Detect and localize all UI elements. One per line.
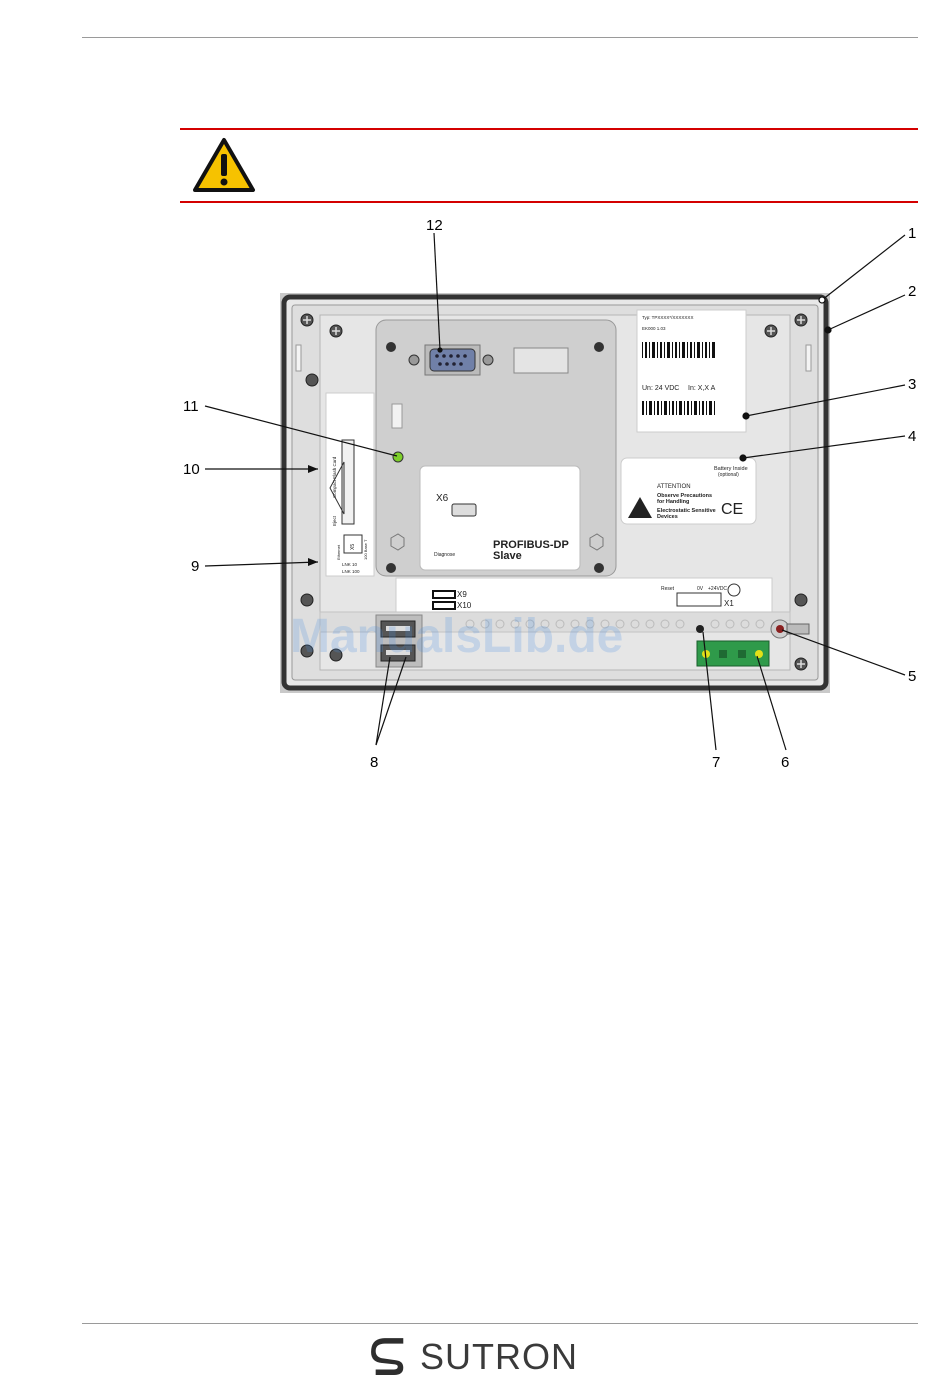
eject-label: Eject <box>332 515 337 526</box>
zero-v-label: 0V <box>697 586 704 592</box>
compact-flash-slot <box>341 439 355 525</box>
device-rear-view-figure: X6 Diagnose PROFIBUS-DP Slave Typ: TPXXX… <box>183 217 916 771</box>
ethernet-port-x5 <box>343 534 363 554</box>
barcode-1 <box>642 342 715 358</box>
attention-text: ATTENTION <box>657 484 691 490</box>
ce-mark: CE <box>721 501 743 518</box>
label-typ: Typ: TPXXXX*/XXXXXXX <box>642 315 693 320</box>
label-un: Un: 24 VDC <box>642 385 679 392</box>
x1-label: X1 <box>724 599 734 608</box>
lnk100-label: LNK 100 <box>342 569 360 574</box>
observe-text-1: Observe Precautions <box>657 493 712 499</box>
battery-label: Battery Inside <box>714 466 748 472</box>
profibus-subtitle: Slave <box>493 550 522 562</box>
compact-flash-label: Compact Flash Card <box>332 456 337 498</box>
plus24-label: +24VDC <box>708 586 727 592</box>
ethernet-label: Ethernet <box>336 544 341 560</box>
label-in: In: X,X A <box>688 385 716 392</box>
callout-8: 8 <box>370 754 378 771</box>
callout-3: 3 <box>908 376 916 393</box>
sutron-logo: SUTRON <box>370 1336 578 1378</box>
callout-12: 12 <box>426 217 443 234</box>
callout-6: 6 <box>781 754 789 771</box>
reset-button <box>696 625 704 633</box>
warning-top-rule <box>180 128 918 130</box>
x6-label: X6 <box>436 493 449 504</box>
lnk10-label: LNK 10 <box>342 562 358 567</box>
base-label: 100 Base T <box>363 539 368 560</box>
x5-label: X5 <box>350 544 356 550</box>
callout-11: 11 <box>183 398 199 415</box>
callout-2: 2 <box>908 283 916 300</box>
x10-label: X10 <box>457 601 472 610</box>
sub-d-connector-x12 <box>408 344 494 376</box>
status-led <box>392 451 404 463</box>
callout-4: 4 <box>908 428 916 445</box>
profibus-label <box>419 465 581 571</box>
label-id: EK000 1.03 <box>642 326 666 331</box>
header-rule <box>82 37 918 38</box>
callout-10: 10 <box>183 461 200 478</box>
brand-name: SUTRON <box>420 1336 578 1377</box>
esd-text-1: Electrostatic Sensitive <box>657 508 716 514</box>
esd-label <box>620 457 757 525</box>
barcode-2 <box>642 401 715 415</box>
profibus-title: PROFIBUS-DP <box>493 539 569 551</box>
esd-text-2: Devices <box>657 514 678 520</box>
warning-icon <box>192 137 256 198</box>
reset-label: Reset <box>661 586 675 592</box>
battery-optional: (optional) <box>718 472 739 478</box>
callout-1: 1 <box>908 225 916 242</box>
leader-lines <box>204 232 906 751</box>
observe-text-2: for Handling <box>657 499 689 505</box>
sutron-s-icon <box>371 1338 404 1375</box>
callout-5: 5 <box>908 668 916 685</box>
esd-icon <box>628 497 652 518</box>
footer-rule <box>82 1323 918 1324</box>
watermark: ManualsLib.de <box>290 610 623 663</box>
callout-9: 9 <box>191 558 199 575</box>
warning-bottom-rule <box>180 201 918 203</box>
x9-label: X9 <box>457 590 467 599</box>
diagnose-label: Diagnose <box>434 552 455 558</box>
callout-7: 7 <box>712 754 720 771</box>
